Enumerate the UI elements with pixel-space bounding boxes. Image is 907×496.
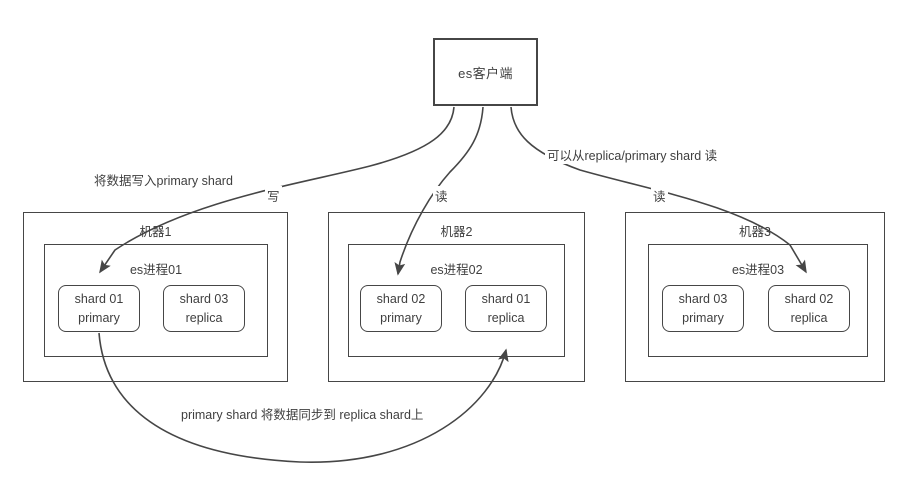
edge-label-write-short: 写 bbox=[265, 186, 282, 205]
shard-box-3-replica[interactable]: shard 02 replica bbox=[768, 285, 850, 332]
machine-box-1[interactable]: 机器1 bbox=[23, 212, 288, 382]
es-process-title-3: es进程03 bbox=[731, 263, 785, 277]
es-process-title-2: es进程02 bbox=[430, 263, 483, 277]
shard-name: shard 03 bbox=[179, 292, 229, 307]
shard-role: replica bbox=[790, 310, 828, 325]
shard-box-1-replica[interactable]: shard 03 replica bbox=[163, 285, 245, 332]
shard-name: shard 02 bbox=[784, 292, 834, 307]
es-process-box-3[interactable]: es进程03 bbox=[648, 244, 868, 357]
shard-box-1-primary[interactable]: shard 01 primary bbox=[58, 285, 140, 332]
es-process-box-2[interactable]: es进程02 bbox=[348, 244, 565, 357]
es-client-node[interactable]: es客户端 bbox=[433, 38, 538, 106]
edge-label-write-desc: 将数据写入primary shard bbox=[92, 170, 235, 189]
machine-box-2[interactable]: 机器2 bbox=[328, 212, 585, 382]
es-client-label: es客户端 bbox=[458, 65, 513, 81]
shard-role: replica bbox=[487, 310, 525, 325]
edge-label-read-middle: 读 bbox=[433, 186, 450, 205]
edge-label-read-right: 读 bbox=[651, 186, 668, 205]
shard-name: shard 01 bbox=[481, 292, 531, 307]
shard-role: replica bbox=[185, 310, 223, 325]
shard-name: shard 01 bbox=[74, 292, 124, 307]
shard-role: primary bbox=[682, 310, 724, 325]
es-process-box-1[interactable]: es进程01 bbox=[44, 244, 268, 357]
shard-name: shard 03 bbox=[678, 292, 728, 307]
es-process-title-1: es进程01 bbox=[129, 263, 183, 277]
edge-label-read-desc: 可以从replica/primary shard 读 bbox=[545, 145, 720, 164]
shard-role: primary bbox=[78, 310, 120, 325]
shard-role: primary bbox=[380, 310, 422, 325]
edge-label-sync-desc: primary shard 将数据同步到 replica shard上 bbox=[179, 404, 426, 423]
shard-box-3-primary[interactable]: shard 03 primary bbox=[662, 285, 744, 332]
shard-box-2-replica[interactable]: shard 01 replica bbox=[465, 285, 547, 332]
machine-title-3: 机器3 bbox=[739, 225, 771, 239]
shard-box-2-primary[interactable]: shard 02 primary bbox=[360, 285, 442, 332]
machine-box-3[interactable]: 机器3 bbox=[625, 212, 885, 382]
machine-title-1: 机器1 bbox=[139, 225, 172, 239]
shard-name: shard 02 bbox=[376, 292, 426, 307]
machine-title-2: 机器2 bbox=[440, 225, 473, 239]
